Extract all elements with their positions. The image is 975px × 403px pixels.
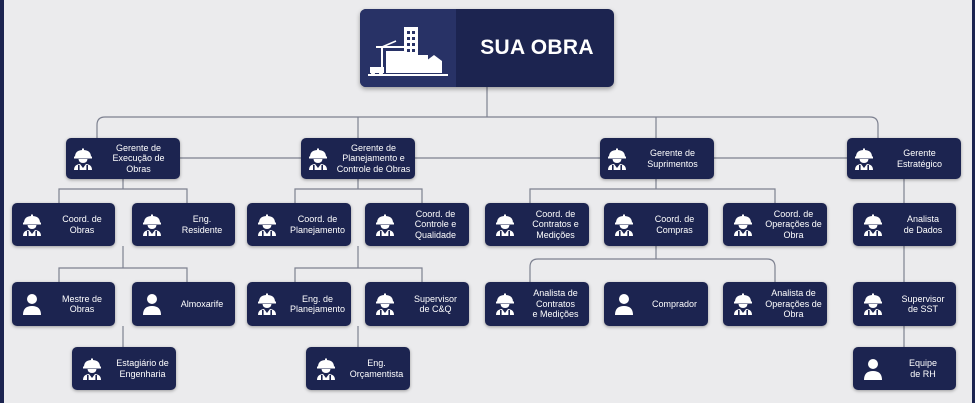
node-label: Analista de Operações de Obra <box>765 288 822 320</box>
worker-hardhat-icon <box>72 347 112 390</box>
worker-hardhat-icon <box>847 138 881 179</box>
node-label: Gerente de Suprimentos <box>647 148 698 169</box>
node-label: Coord. de Operações de Obra <box>765 208 822 240</box>
node-label: Coord. de Contratos e Medições <box>532 208 579 240</box>
node-label: Eng. de Planejamento <box>289 293 346 315</box>
node-analista-dados: Analista de Dados <box>853 203 956 246</box>
node-label: Estagiário de Engenharia <box>116 358 169 379</box>
worker-hardhat-icon <box>723 282 763 326</box>
worker-hardhat-icon <box>301 138 335 179</box>
node-label: Supervisor de C&Q <box>413 293 458 315</box>
worker-hardhat-icon <box>365 203 405 246</box>
person-icon <box>132 282 172 326</box>
root-node-sua-obra: SUA OBRA <box>360 9 614 87</box>
node-label: Mestre de Obras <box>61 293 103 315</box>
node-almoxarife: Almoxarife <box>132 282 235 326</box>
node-label: Gerente de Planejamento e Controle de Ob… <box>336 142 411 174</box>
person-icon <box>604 282 644 326</box>
node-coord-compras: Coord. de Compras <box>604 203 708 246</box>
worker-hardhat-icon <box>853 203 893 246</box>
node-coord-operacoes-obra: Coord. de Operações de Obra <box>723 203 827 246</box>
node-label: Equipe de RH <box>908 358 938 379</box>
node-gerente-planejamento: Gerente de Planejamento e Controle de Ob… <box>301 138 415 179</box>
worker-hardhat-icon <box>485 282 525 326</box>
node-label: Supervisor de SST <box>901 293 945 315</box>
node-label: Eng. Orçamentista <box>349 358 404 379</box>
node-gerente-suprimentos: Gerente de Suprimentos <box>600 138 714 179</box>
worker-hardhat-icon <box>306 347 346 390</box>
node-label: Analista de Dados <box>903 214 943 235</box>
node-label: Coord. de Planejamento <box>289 214 346 235</box>
node-label: Eng. Residente <box>181 214 223 235</box>
node-supervisor-cq: Supervisor de C&Q <box>365 282 469 326</box>
node-equipe-rh: Equipe de RH <box>853 347 956 390</box>
node-gerente-execucao-obras: Gerente de Execução de Obras <box>66 138 180 179</box>
worker-hardhat-icon <box>600 138 634 179</box>
node-label: Coord. de Compras <box>654 214 695 235</box>
node-eng-residente: Eng. Residente <box>132 203 235 246</box>
worker-hardhat-icon <box>853 282 893 326</box>
construction-site-logo-icon <box>360 9 456 87</box>
root-title: SUA OBRA <box>480 36 594 59</box>
worker-hardhat-icon <box>247 282 287 326</box>
node-eng-orcamentista: Eng. Orçamentista <box>306 347 410 390</box>
left-edge-bar <box>0 0 4 403</box>
node-coord-contratos-medicoes: Coord. de Contratos e Medições <box>485 203 589 246</box>
node-label: Analista de Contratos e Medições <box>532 288 579 320</box>
person-icon <box>12 282 52 326</box>
node-label: Coord. de Controle e Qualidade <box>414 208 457 240</box>
node-eng-planejamento: Eng. de Planejamento <box>247 282 351 326</box>
node-supervisor-sst: Supervisor de SST <box>853 282 956 326</box>
worker-hardhat-icon <box>132 203 172 246</box>
worker-hardhat-icon <box>365 282 405 326</box>
node-comprador: Comprador <box>604 282 708 326</box>
node-gerente-estrategico: Gerente Estratégico <box>847 138 961 179</box>
node-coord-planejamento: Coord. de Planejamento <box>247 203 351 246</box>
worker-hardhat-icon <box>66 138 100 179</box>
node-label: Gerente Estratégico <box>896 148 943 169</box>
node-label: Comprador <box>651 298 698 309</box>
worker-hardhat-icon <box>723 203 763 246</box>
node-label: Gerente de Execução de Obras <box>112 142 165 174</box>
node-analista-contratos-medicoes: Analista de Contratos e Medições <box>485 282 589 326</box>
node-label: Almoxarife <box>180 298 224 309</box>
right-edge-bar <box>972 0 975 403</box>
node-analista-operacoes-obra: Analista de Operações de Obra <box>723 282 827 326</box>
worker-hardhat-icon <box>12 203 52 246</box>
node-coord-controle-qualidade: Coord. de Controle e Qualidade <box>365 203 469 246</box>
worker-hardhat-icon <box>247 203 287 246</box>
worker-hardhat-icon <box>485 203 525 246</box>
node-estagiario-engenharia: Estagiário de Engenharia <box>72 347 176 390</box>
person-icon <box>853 347 893 390</box>
node-mestre-obras: Mestre de Obras <box>12 282 115 326</box>
worker-hardhat-icon <box>604 203 644 246</box>
node-coord-obras: Coord. de Obras <box>12 203 115 246</box>
node-label: Coord. de Obras <box>62 214 102 235</box>
